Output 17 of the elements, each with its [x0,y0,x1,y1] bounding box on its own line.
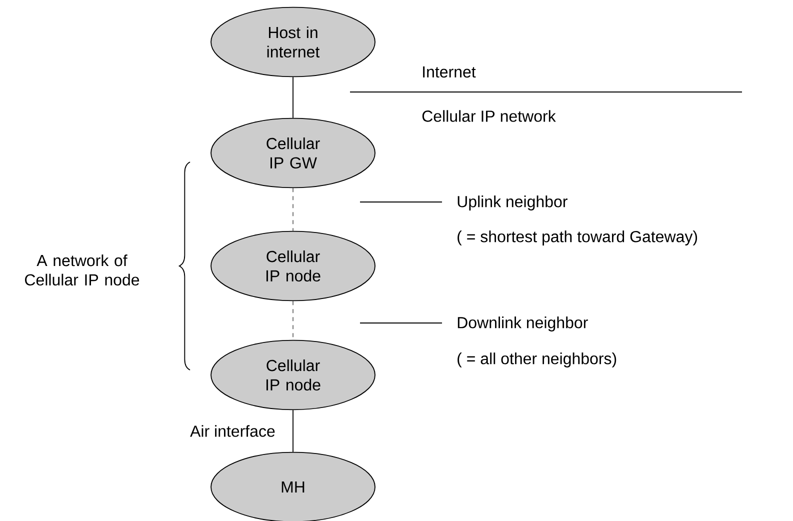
annotation-text: Downlink neighbor [458,316,588,332]
group-label: A network of Cellular IP node [25,254,140,286]
ellipse-node: Cellular IP node [210,340,376,410]
annotation-text: ( = all other neighbors) [458,352,616,368]
ellipse-node: Host in internet [210,6,376,78]
section-label: Internet [423,66,476,78]
ellipse-node: MH [210,452,376,521]
connector-line [292,188,294,232]
ellipse-node: Cellular IP GW [210,118,376,188]
edge-label: Air interface [190,425,275,437]
connector-line [292,300,294,340]
ellipse-node: Cellular IP node [210,230,376,302]
connector-line [292,76,294,118]
connector-line [292,410,294,452]
annotation-text: ( = shortest path toward Gateway) [458,230,698,246]
section-label: Cellular IP network [422,110,556,122]
annotation-text: Uplink neighbor [458,196,568,210]
